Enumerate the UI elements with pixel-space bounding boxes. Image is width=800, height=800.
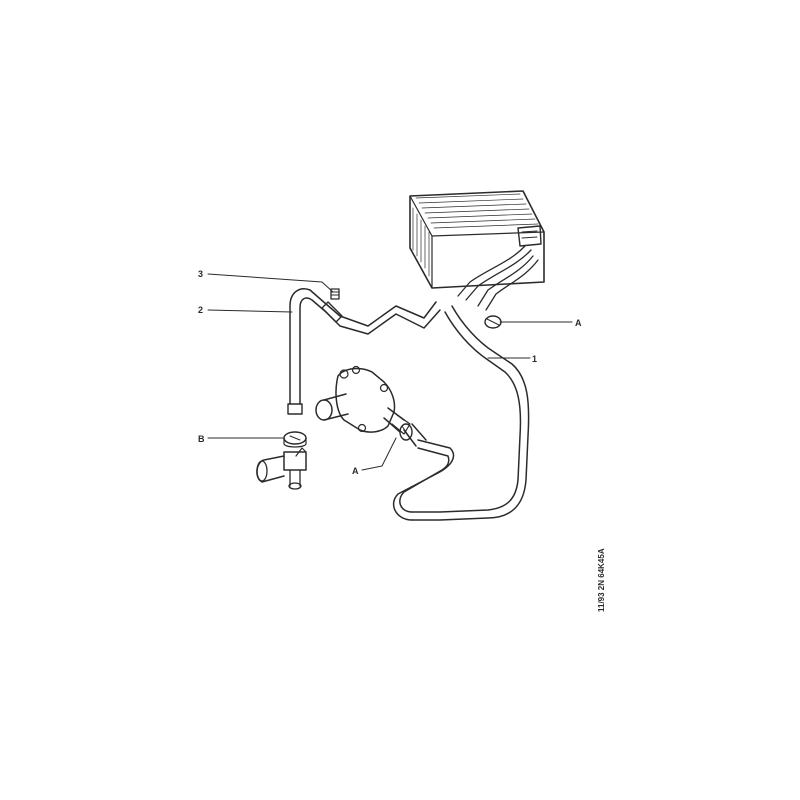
callout-2: 2 — [198, 305, 203, 315]
hose-2 — [287, 288, 441, 415]
callout-a-top: A — [575, 318, 582, 328]
leader-lines — [207, 273, 573, 471]
hose-clip-a-top — [484, 315, 502, 329]
callout-b: B — [198, 434, 205, 444]
thermostat-housing — [315, 365, 427, 447]
heater-matrix — [409, 190, 545, 289]
heater-pipes — [457, 245, 539, 311]
callout-3: 3 — [198, 269, 203, 279]
tee-union — [256, 447, 307, 490]
hose-clip-a-bottom — [399, 423, 413, 441]
callout-1: 1 — [532, 354, 537, 364]
hose-clip-b — [283, 431, 307, 448]
hose-1 — [392, 305, 530, 521]
callout-a-bottom: A — [352, 466, 359, 476]
bleed-screw-3 — [330, 288, 340, 300]
reference-code: 11/93 2N 64K45A — [597, 548, 606, 612]
